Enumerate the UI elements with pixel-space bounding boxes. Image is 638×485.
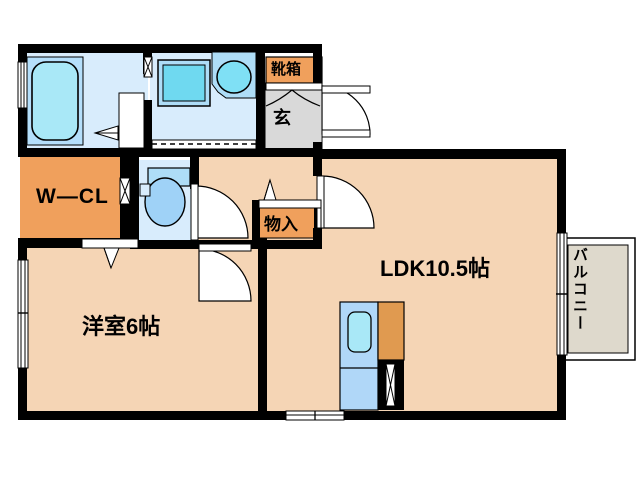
bathroom-window-icon bbox=[17, 61, 28, 109]
ldk-bottom-window-icon bbox=[285, 410, 345, 421]
entrance-label: 玄 bbox=[273, 108, 291, 128]
walk-in-closet-label: W—CL bbox=[36, 185, 109, 208]
wall-wcl-bottom bbox=[18, 238, 133, 248]
stove-range-icon bbox=[377, 301, 405, 361]
wall-storage-left bbox=[252, 200, 260, 248]
storage-label: 物入 bbox=[264, 215, 298, 234]
wall-right-lower bbox=[557, 355, 566, 420]
wall-storage-bottom bbox=[252, 240, 322, 249]
kitchen-utility-hatch-icon bbox=[385, 363, 396, 407]
toilet-bowl-icon bbox=[144, 177, 186, 227]
ldk-label: LDK10.5帖 bbox=[380, 256, 491, 281]
entrance-door-icon[interactable] bbox=[321, 85, 371, 138]
ldk-floor bbox=[266, 158, 566, 418]
bedroom-window-icon bbox=[17, 259, 29, 369]
walk-in-closet-fill bbox=[20, 156, 120, 242]
entrance-floor bbox=[265, 80, 321, 152]
washbasin-icon bbox=[216, 60, 252, 94]
wall-entrance-right bbox=[313, 44, 322, 86]
wall-wcl-right2 bbox=[120, 204, 130, 242]
storage-outline bbox=[258, 207, 322, 239]
washing-machine-inner-icon bbox=[162, 64, 206, 102]
wall-bath-washroom-b bbox=[143, 100, 152, 150]
entrance-arc-icon bbox=[265, 89, 321, 107]
wall-hall-ldk bbox=[313, 158, 322, 176]
toilet-side-box-icon bbox=[139, 183, 151, 197]
storage-fill bbox=[259, 208, 321, 238]
bedroom-door-icon[interactable] bbox=[198, 243, 252, 302]
wall-top-left bbox=[18, 44, 322, 53]
balcony-fill bbox=[567, 244, 629, 354]
toilet-door-icon[interactable] bbox=[190, 183, 249, 241]
wall-hatch-icon-wcl bbox=[119, 177, 131, 205]
walk-in-closet-door-icon[interactable] bbox=[81, 238, 139, 270]
balcony-label: バルコニー bbox=[571, 247, 588, 332]
wall-washroom-entrance bbox=[256, 44, 265, 156]
wall-left-upper2 bbox=[18, 108, 27, 156]
wall-left-lower2 bbox=[18, 368, 27, 420]
wall-wcl-right bbox=[120, 157, 130, 179]
shoe-cabinet-label: 靴箱 bbox=[271, 61, 302, 78]
bathroom-door-icon[interactable] bbox=[93, 92, 145, 149]
wall-toilet-right bbox=[190, 157, 199, 189]
balcony-sliding-door-icon[interactable] bbox=[556, 232, 568, 356]
bathtub-icon bbox=[31, 61, 79, 141]
wall-hatch-icon-top bbox=[143, 56, 153, 78]
washroom-sliding-door-icon[interactable] bbox=[151, 139, 257, 150]
shoe-cabinet-strip bbox=[265, 82, 323, 91]
wall-under-waterrooms bbox=[18, 148, 258, 157]
kitchen-sink-basin-icon bbox=[347, 311, 372, 353]
bedroom-label: 洋室6帖 bbox=[82, 314, 161, 339]
shoe-cabinet-fill bbox=[266, 57, 322, 83]
wall-toilet-bottom bbox=[130, 240, 199, 249]
wall-ldk-top bbox=[322, 149, 566, 159]
wall-left-upper bbox=[18, 44, 27, 62]
wall-bedroom-ldk bbox=[258, 238, 267, 418]
wall-toilet-left bbox=[130, 157, 139, 247]
wall-left-lower bbox=[18, 242, 27, 260]
wall-right-upper bbox=[557, 149, 566, 233]
